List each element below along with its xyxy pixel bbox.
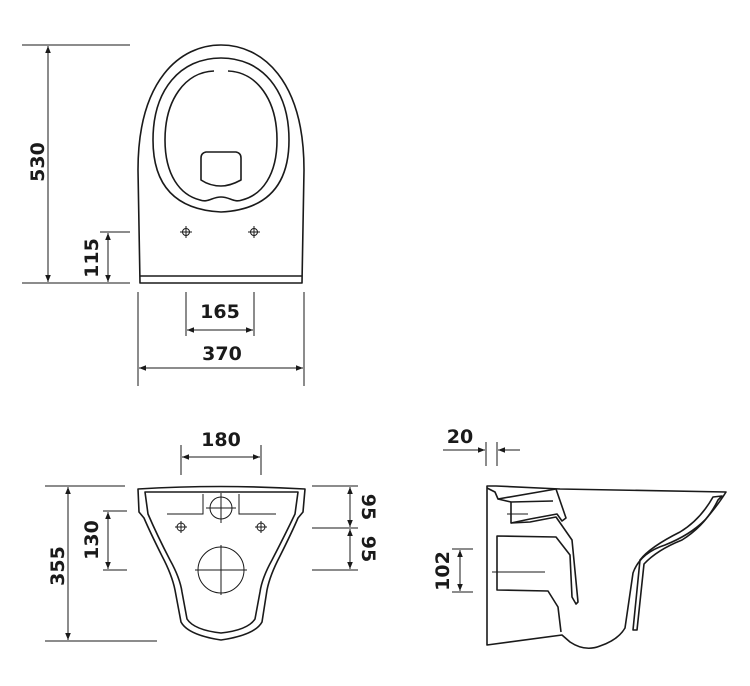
dim-95-upper: 95 [357, 494, 379, 520]
dim-20: 20 [447, 426, 473, 448]
dim-165: 165 [200, 301, 240, 323]
dim-180: 180 [201, 429, 241, 451]
dim-355: 355 [47, 546, 69, 586]
dim-102: 102 [432, 551, 454, 591]
dim-370: 370 [202, 343, 242, 365]
top-view: 530 115 165 370 [22, 44, 305, 386]
side-view: 20 102 [432, 426, 727, 650]
dim-95-lower: 95 [357, 536, 379, 562]
dim-115: 115 [81, 238, 103, 278]
dim-130: 130 [81, 520, 103, 560]
inlet-hole [206, 493, 236, 523]
outlet-hole [195, 545, 247, 595]
fixing-hole-left [180, 226, 192, 238]
fixing-hole-right [248, 226, 260, 238]
dim-530: 530 [27, 142, 49, 182]
back-view: 180 355 130 95 95 [45, 429, 379, 642]
